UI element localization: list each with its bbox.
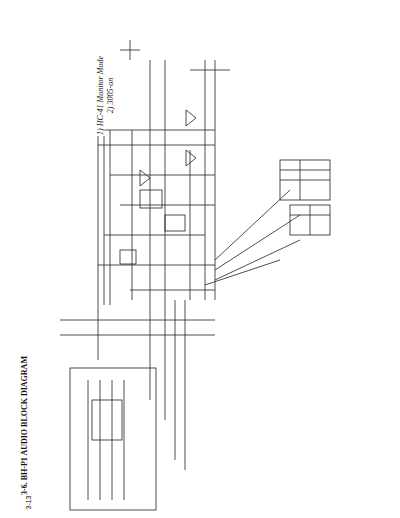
handwritten-note: 1) HC-41 Monitor Mode — [95, 55, 104, 136]
diagram-title: 3-6. BH-P1 AUDIO BLOCK DIAGRAM — [20, 355, 29, 496]
input-section-box — [70, 368, 156, 510]
handwritten-note: 2) 3005-on — [106, 76, 115, 113]
page-number: 3-13 — [24, 494, 31, 510]
